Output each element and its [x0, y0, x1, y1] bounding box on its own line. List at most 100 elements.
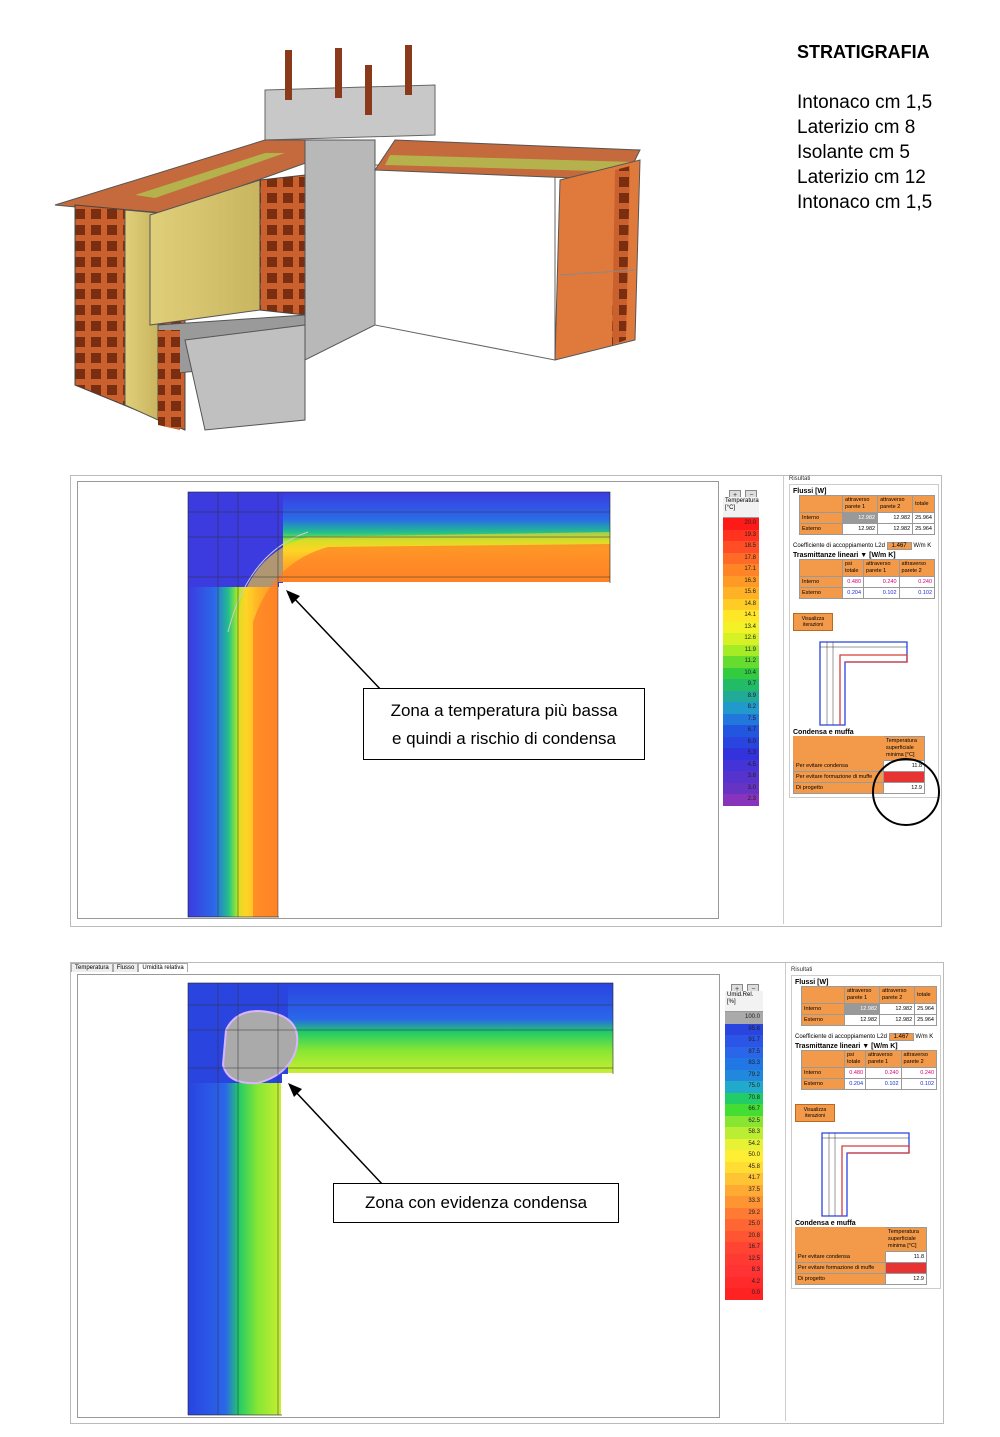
legend-value: 33.3: [725, 1196, 763, 1208]
legend-value: 20.8: [725, 1230, 763, 1242]
legend-value: 17.8: [723, 552, 759, 564]
flussi-header-3: totale: [914, 986, 937, 1004]
legend-value: 4.2: [725, 1276, 763, 1288]
legend-value: 11.2: [723, 656, 759, 668]
legend-separator: [783, 476, 784, 924]
results-title: Risultati: [789, 476, 811, 482]
results-title: Risultati: [791, 967, 813, 973]
flussi-cell: 12.982: [841, 523, 879, 535]
legend-value: 8.2: [723, 702, 759, 714]
callout-text: Zona con evidenza condensa: [364, 1193, 588, 1212]
legend-value: 15.6: [723, 587, 759, 599]
flussi-header-1: attraverso parete 1: [843, 986, 881, 1004]
flussi-row-label: Interno: [801, 1003, 845, 1015]
condensa-value: 15.2: [885, 1262, 927, 1274]
stratigrafia-title: STRATIGRAFIA: [797, 42, 930, 62]
coeff-unit: W/m K: [915, 1034, 934, 1040]
layer-5: Intonaco cm 1,5: [797, 192, 933, 213]
legend-value: 70.8: [725, 1092, 763, 1104]
legend-value: 45.8: [725, 1161, 763, 1173]
stratigrafia-list: Intonaco cm 1,5 Laterizio cm 8 Isolante …: [797, 90, 932, 215]
flussi-cell: 12.982: [877, 523, 914, 535]
tab-umidita-relativa[interactable]: Umidità relativa: [138, 963, 188, 972]
legend-value: 8.3: [725, 1265, 763, 1277]
coeff-label: Coefficiente di accoppiamento L2d: [795, 1034, 887, 1040]
condensa-title: Condensa e muffa: [795, 1220, 856, 1227]
trasm-cell: 0.480: [843, 1067, 867, 1079]
legend-value: 5.3: [723, 748, 759, 760]
legend-value: 2.3: [723, 794, 759, 806]
circle-highlight: [872, 758, 940, 826]
legend-value: 95.8: [725, 1023, 763, 1035]
flussi-table: attraverso parete 1 attraverso parete 2 …: [801, 986, 937, 1026]
visualizza-iterazioni-button[interactable]: Visualizza iterazioni: [793, 613, 833, 631]
legend-value: 29.2: [725, 1207, 763, 1219]
legend-value: 7.5: [723, 713, 759, 725]
trasm-row-label: Esterno: [799, 587, 843, 599]
legend-value: 87.5: [725, 1046, 763, 1058]
tab-flusso[interactable]: Flusso: [112, 963, 139, 972]
results-panel: Risultati Flussi [W] attraverso parete 1…: [789, 476, 939, 798]
flussi-cell: 12.982: [841, 512, 879, 524]
trasm-cell: 0.480: [841, 576, 865, 588]
empty-header: [795, 1227, 886, 1252]
trasm-cell: 0.102: [900, 1078, 938, 1090]
condensa-row-label: Per evitare condensa: [793, 760, 884, 772]
flussi-row-label: Esterno: [799, 523, 843, 535]
condensation-callout: Zona con evidenza condensa: [333, 1183, 619, 1223]
condensa-row-label: Di progetto: [793, 782, 884, 794]
condensa-row-label: Per evitare formazione di muffe: [795, 1262, 886, 1274]
flussi-title: Flussi [W]: [793, 488, 827, 495]
condensa-row-label: Di progetto: [795, 1273, 886, 1285]
legend-value: 13.4: [723, 621, 759, 633]
legend-value: 3.8: [723, 771, 759, 783]
legend-value: 12.5: [725, 1253, 763, 1265]
flussi-cell: 25.964: [914, 1003, 937, 1015]
legend-value: 3.0: [723, 782, 759, 794]
legend-value: 37.5: [725, 1184, 763, 1196]
condensa-table: Temperatura superficiale minima [°C] Per…: [795, 1227, 927, 1285]
trasm-cell: 0.240: [865, 1067, 902, 1079]
empty-header: [799, 495, 843, 513]
layer-3: Isolante cm 5: [797, 142, 910, 163]
coeff-label: Coefficiente di accoppiamento L2d: [793, 543, 885, 549]
trasm-header-1: psi totale: [843, 1050, 867, 1068]
condensa-header: Temperatura superficiale minima [°C]: [883, 736, 925, 761]
flussi-table: attraverso parete 1 attraverso parete 2 …: [799, 495, 935, 535]
flussi-row-label: Interno: [799, 512, 843, 524]
legend-value: 20.0: [723, 518, 759, 530]
condensa-value: 11.8: [885, 1251, 927, 1263]
flussi-cell: 25.964: [912, 523, 935, 535]
legend-value: 4.5: [723, 759, 759, 771]
flussi-title: Flussi [W]: [795, 979, 829, 986]
section-preview-icon: [819, 641, 908, 726]
low-temperature-callout: Zona a temperatura più bassa e quindi a …: [363, 688, 645, 760]
trasm-row-label: Esterno: [801, 1078, 845, 1090]
legend-value: 91.7: [725, 1035, 763, 1047]
tab-temperatura[interactable]: Temperatura: [71, 963, 113, 972]
wall-corner-3d-drawing: [40, 30, 740, 450]
legend-value: 16.7: [725, 1242, 763, 1254]
trasm-cell: 0.204: [843, 1078, 867, 1090]
trasm-header-3: attraverso parete 2: [900, 1050, 938, 1068]
condensa-value: 12.9: [885, 1273, 927, 1285]
visualizza-iterazioni-button[interactable]: Visualizza iterazioni: [795, 1104, 835, 1122]
legend-value: 19.3: [723, 529, 759, 541]
condensa-title: Condensa e muffa: [793, 729, 854, 736]
callout-line-2: e quindi a rischio di condensa: [392, 729, 616, 748]
condensa-header: Temperatura superficiale minima [°C]: [885, 1227, 927, 1252]
legend-value: 25.0: [725, 1219, 763, 1231]
empty-header: [801, 1050, 845, 1068]
trasm-row-label: Interno: [801, 1067, 845, 1079]
trasm-row-label: Interno: [799, 576, 843, 588]
condensa-row-label: Per evitare formazione di muffe: [793, 771, 884, 783]
flussi-cell: 12.982: [879, 1003, 916, 1015]
flussi-cell: 25.964: [914, 1014, 937, 1026]
trasm-cell: 0.240: [900, 1067, 938, 1079]
trasm-header-1: psi totale: [841, 559, 865, 577]
flussi-header-2: attraverso parete 2: [877, 495, 914, 513]
legend-value: 8.9: [723, 690, 759, 702]
legend-value: 14.8: [723, 598, 759, 610]
